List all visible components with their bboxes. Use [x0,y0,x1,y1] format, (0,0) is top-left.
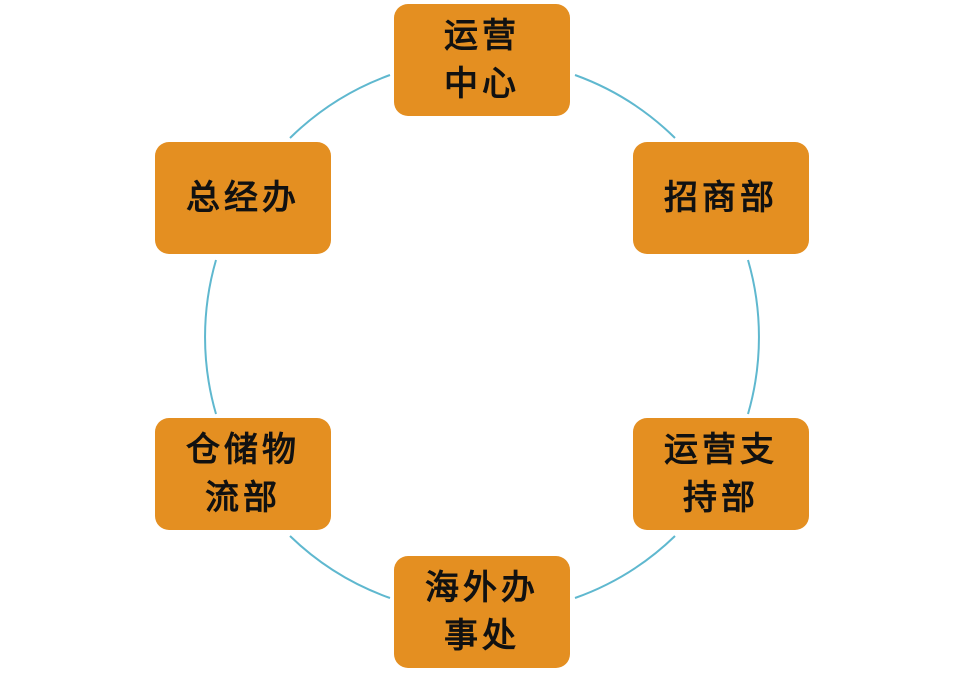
ring-arc-2-3 [574,535,676,599]
ring-arc-0-1 [574,74,676,139]
node-operations-center: 运营 中心 [394,4,570,116]
node-general-manager-office: 总经办 [155,142,331,254]
node-operations-support-department: 运营支 持部 [633,418,809,530]
node-warehouse-logistics-department: 仓储物 流部 [155,418,331,530]
ring-arc-5-0 [289,74,391,139]
ring-arc-4-5 [204,259,217,415]
node-investment-department: 招商部 [633,142,809,254]
node-overseas-office: 海外办 事处 [394,556,570,668]
ring-arc-3-4 [289,535,391,599]
ring-arc-1-2 [747,259,760,415]
